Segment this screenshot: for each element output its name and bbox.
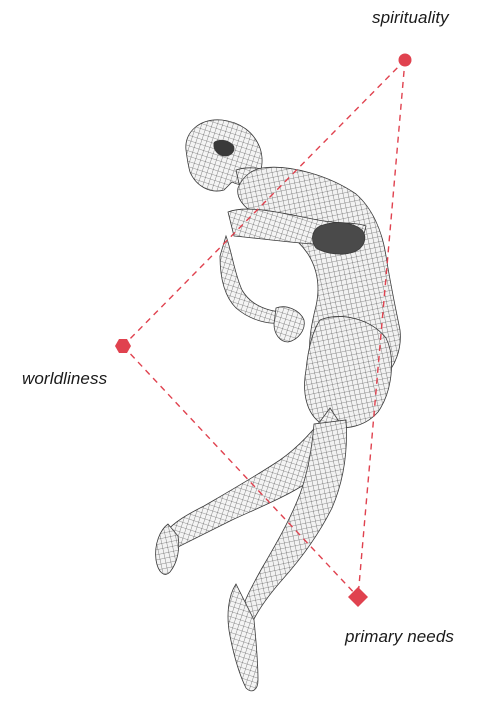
label-primary-needs: primary needs [345, 627, 454, 647]
figure-hip [305, 317, 392, 428]
wireframe-figure [156, 120, 401, 691]
node-worldliness-marker [115, 339, 131, 353]
node-spirituality-marker [399, 54, 412, 67]
figure-hand-lower [274, 307, 304, 342]
figure-hand-chest [313, 223, 365, 255]
label-worldliness: worldliness [22, 369, 107, 389]
label-spirituality: spirituality [372, 8, 449, 28]
